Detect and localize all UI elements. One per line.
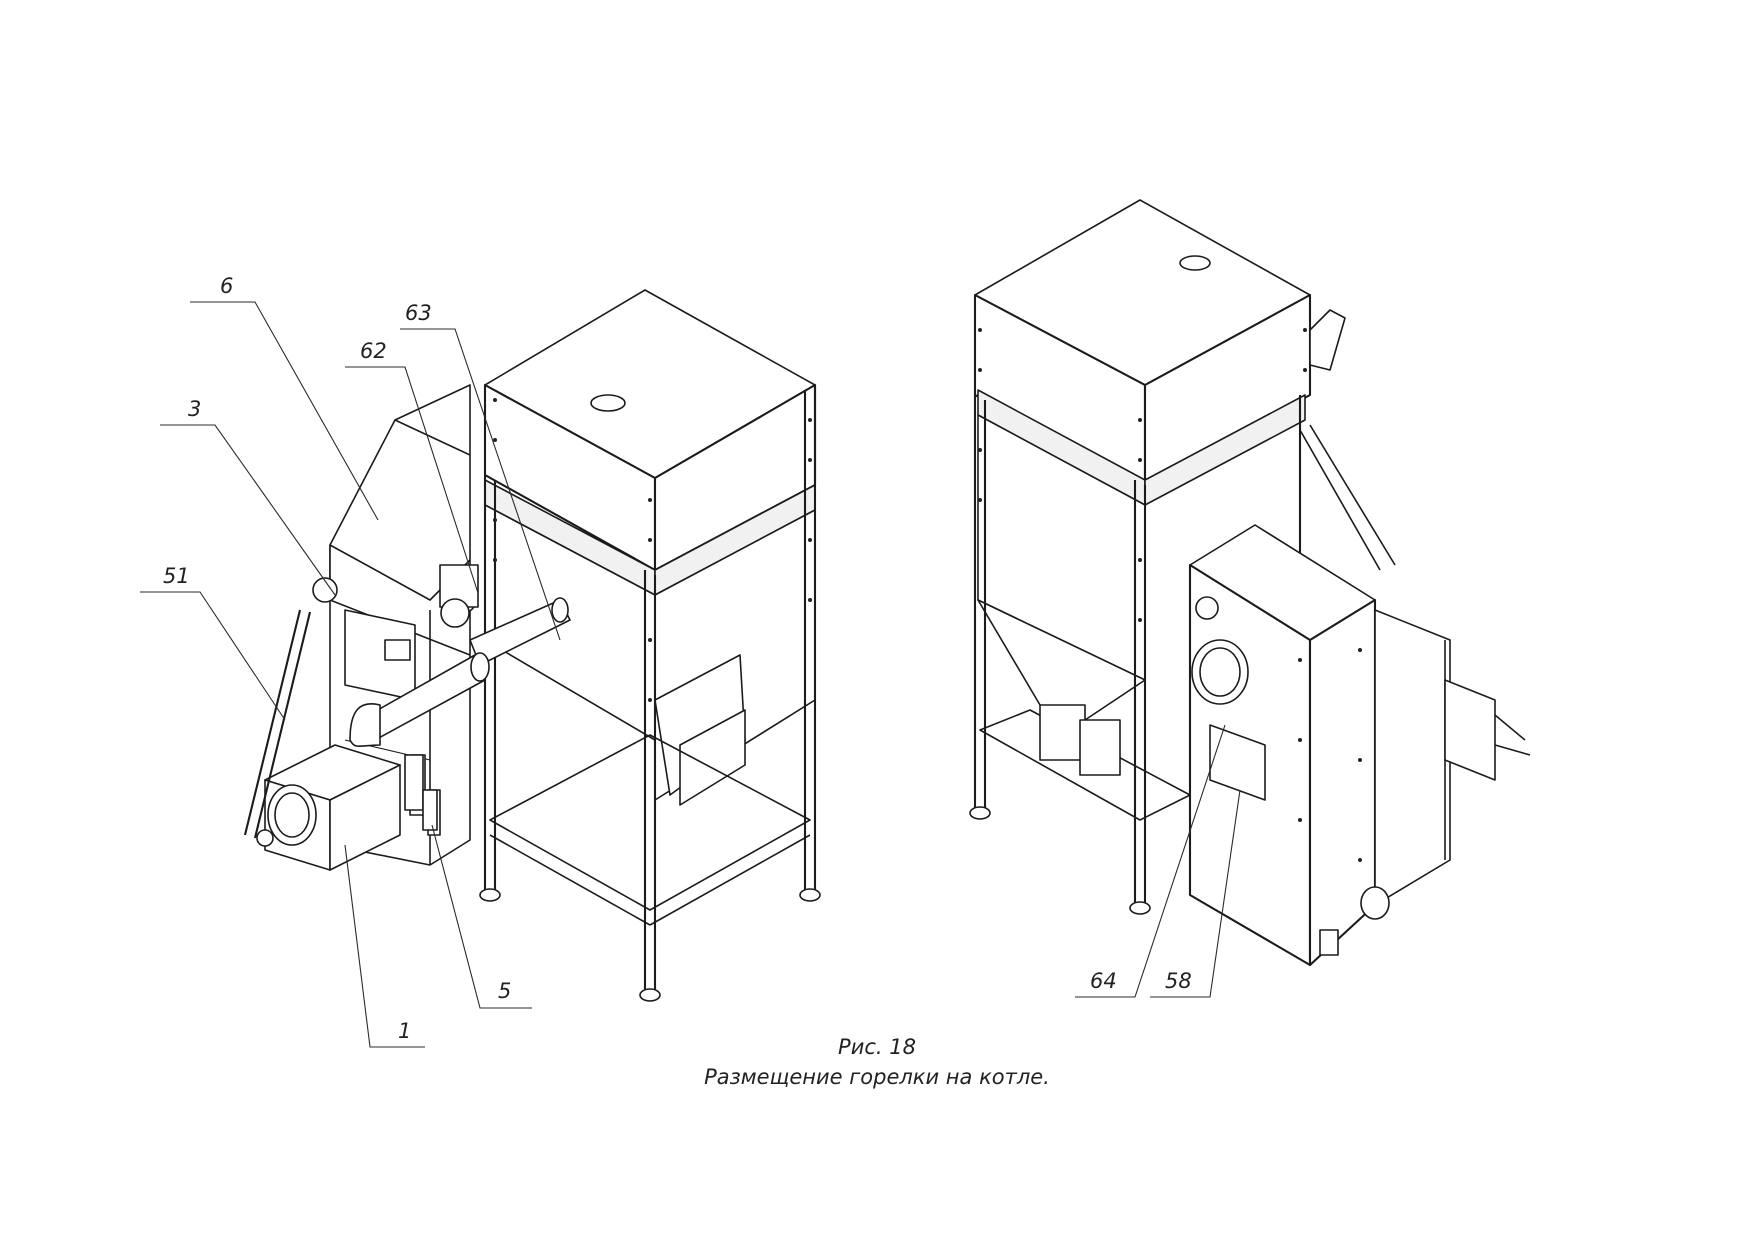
callout-63: 63	[405, 301, 432, 325]
right-assembly-view	[969, 199, 1531, 967]
boiler-body-right	[1188, 524, 1531, 967]
figure-caption: Рис. 18 Размещение горелки на котле.	[0, 1035, 1754, 1089]
hopper-right	[969, 199, 1396, 915]
rivets	[978, 328, 1307, 622]
callout-5: 5	[498, 979, 511, 1003]
figure-number: Рис. 18	[838, 1035, 916, 1059]
callout-51: 51	[163, 564, 190, 588]
burner-left	[243, 577, 438, 871]
callout-1: 1	[398, 1019, 411, 1043]
rivets	[493, 398, 812, 702]
feed-auger-left	[349, 564, 571, 748]
callout-3: 3	[188, 397, 201, 421]
hopper-left	[479, 289, 821, 1002]
figure-title: Размещение горелки на котле.	[704, 1065, 1050, 1089]
callout-58: 58	[1165, 969, 1192, 993]
callout-64: 64	[1090, 969, 1117, 993]
callout-62: 62	[360, 339, 387, 363]
callout-6: 6	[220, 274, 233, 298]
left-assembly-view	[243, 289, 821, 1002]
callouts: 6 63 62 3 51 5 1 64 58	[140, 274, 1241, 1048]
rivets	[1298, 648, 1362, 862]
